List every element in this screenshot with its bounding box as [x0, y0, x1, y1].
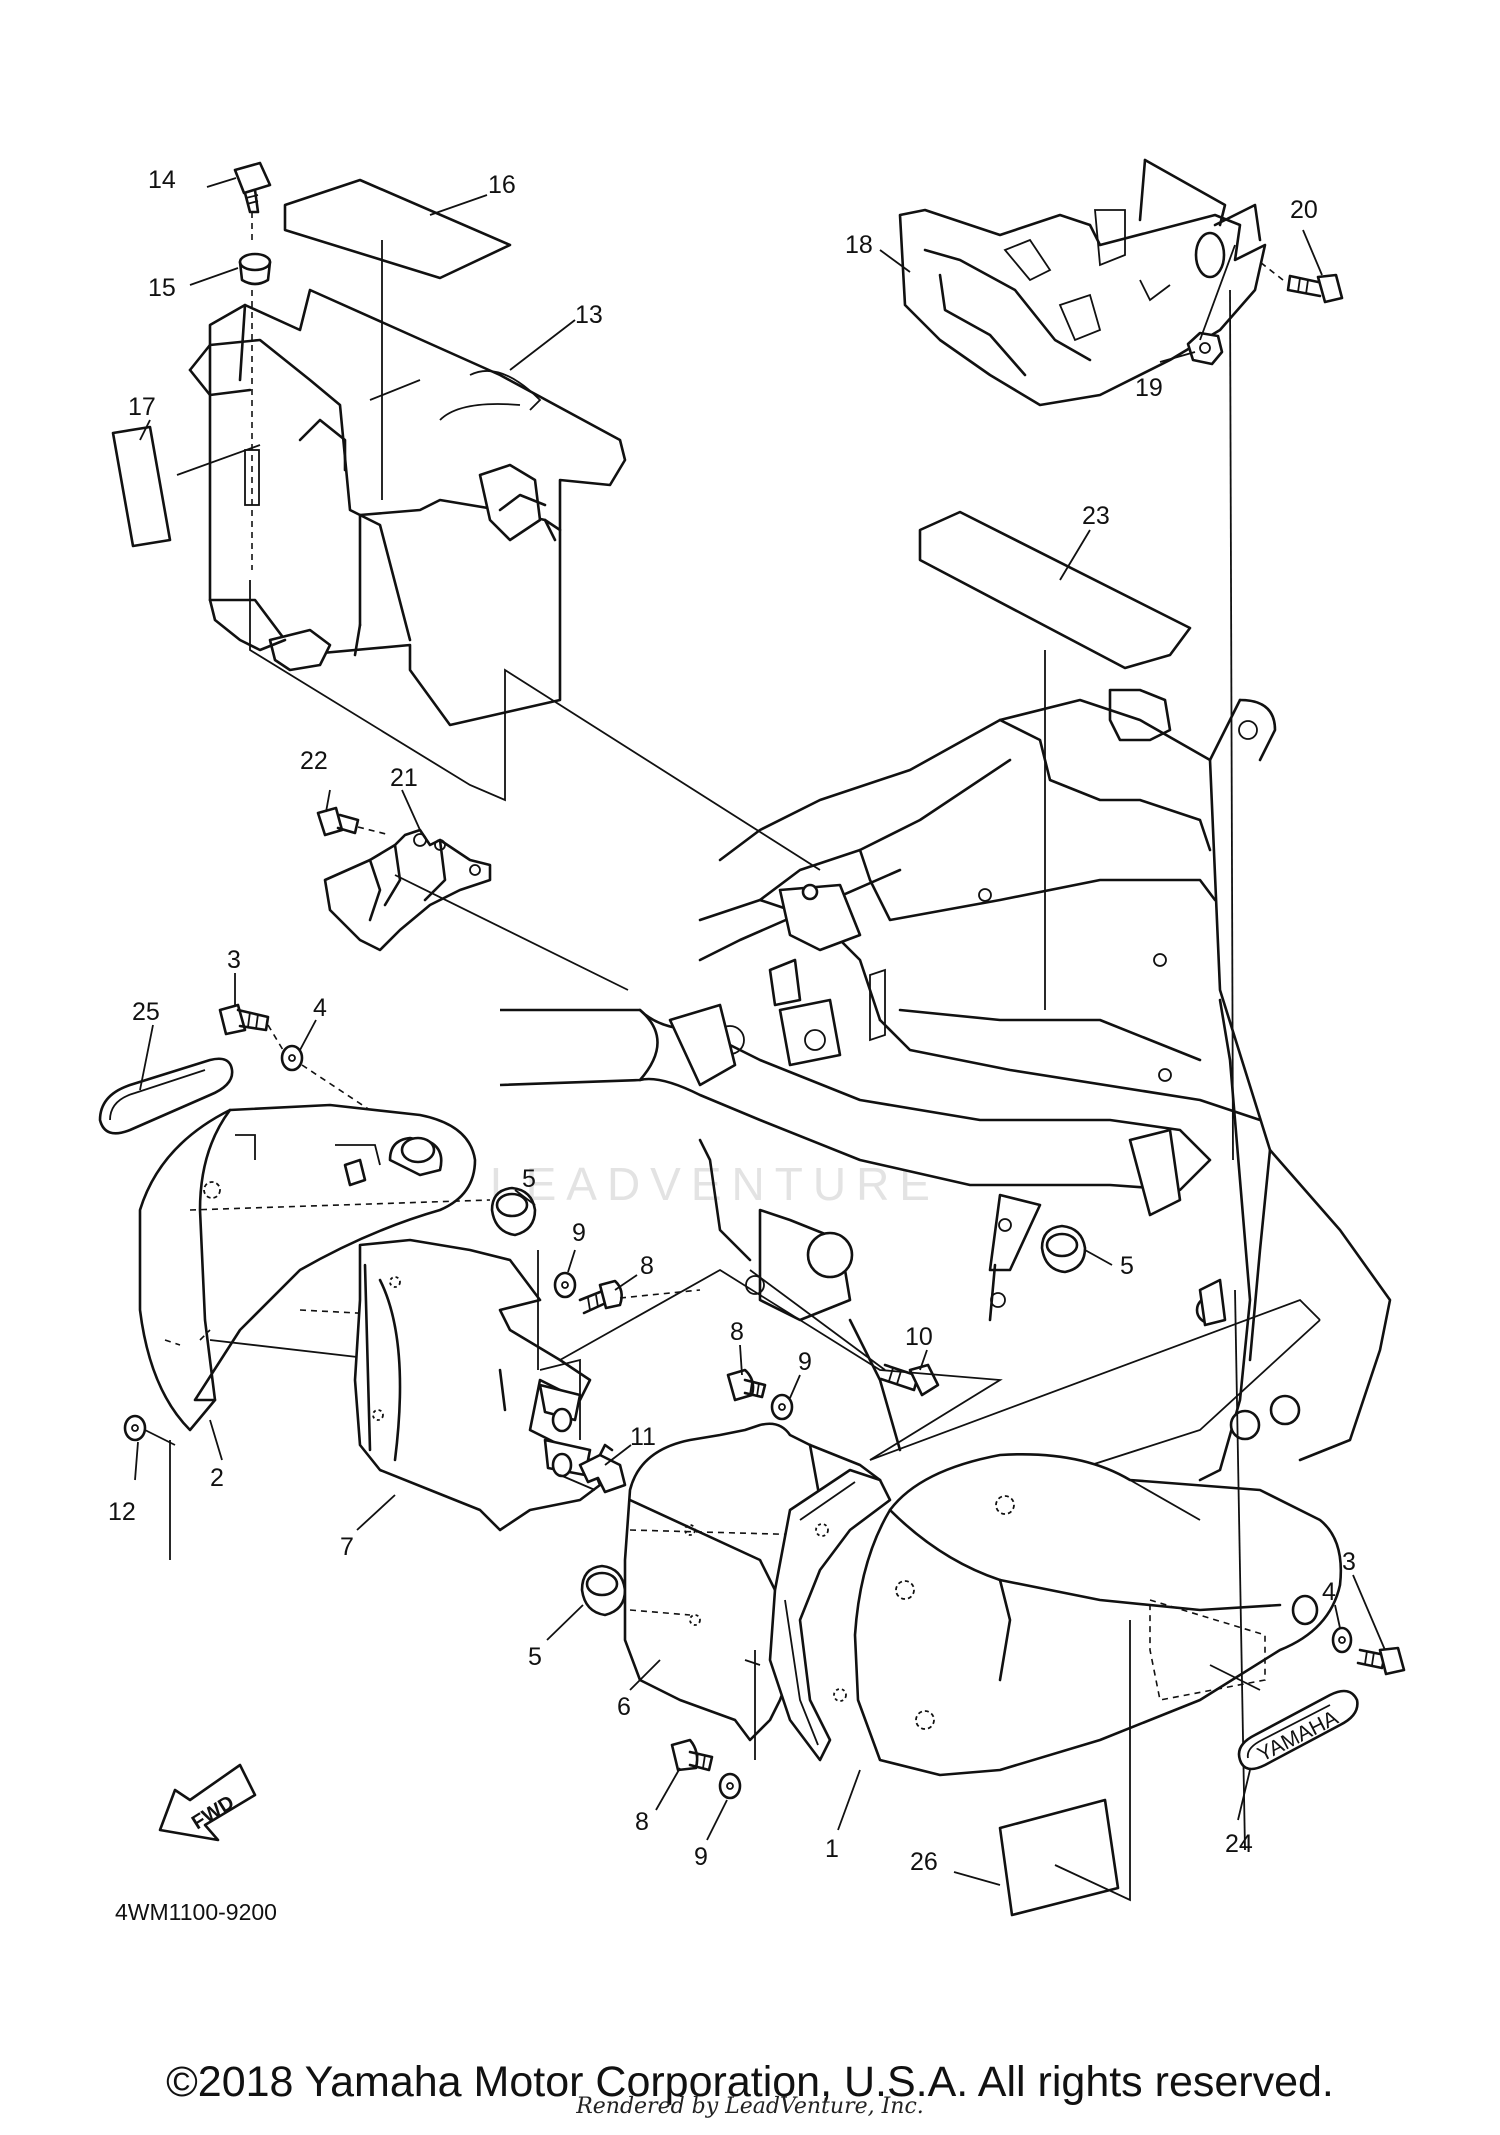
callout-5-right: 5 [1120, 1252, 1134, 1280]
bolt-3-left [218, 1003, 270, 1036]
callout-9-b: 9 [798, 1348, 812, 1376]
callout-19: 19 [1135, 374, 1163, 402]
grommet-5-right [1040, 1224, 1087, 1274]
callout-17: 17 [128, 393, 156, 421]
center-cover-7 [353, 1238, 602, 1532]
callout-3-left: 3 [227, 946, 241, 974]
assembly-line [1054, 1620, 1131, 1902]
assembly-line [539, 1358, 581, 1440]
assembly-line [394, 874, 629, 991]
seal-strip [768, 1468, 892, 1762]
side-cover-2 [138, 1103, 477, 1432]
callout-20: 20 [1290, 196, 1318, 224]
bolt-20 [1286, 273, 1344, 304]
fwd-arrow-icon: FWD [158, 1763, 257, 1842]
assembly-line [357, 826, 391, 836]
callout-11: 11 [630, 1423, 656, 1451]
grommet-5-lower [580, 1564, 627, 1617]
callout-24: 24 [1225, 1830, 1253, 1858]
assembly-line [749, 1269, 886, 1371]
grommet-5-top [490, 1186, 537, 1237]
label-26 [998, 1798, 1120, 1917]
callout-1: 1 [825, 1835, 839, 1863]
bolt-3-right [1356, 1646, 1406, 1676]
washer-4-right [1331, 1626, 1353, 1654]
callout-3-right: 3 [1342, 1548, 1356, 1576]
callout-22: 22 [300, 747, 328, 775]
pad-23 [918, 510, 1192, 670]
washer-4-left [280, 1044, 304, 1072]
callout-8-c: 8 [635, 1808, 649, 1836]
bracket-21 [323, 828, 492, 952]
callout-10: 10 [905, 1323, 933, 1351]
battery-box [188, 288, 627, 727]
callout-5-top: 5 [522, 1165, 536, 1193]
assembly-line [1209, 1664, 1261, 1691]
washer-9-b [770, 1393, 794, 1421]
pad-16 [283, 178, 512, 280]
rendered-by-notice: Rendered by LeadVenture, Inc. [576, 2094, 924, 2119]
assembly-line [267, 1024, 284, 1051]
emblem-25 [98, 1057, 234, 1135]
callout-13: 13 [575, 301, 603, 329]
assembly-line [1129, 1479, 1201, 1521]
assembly-line [144, 1429, 176, 1446]
diagram-code: 4WM1100-9200 [115, 1899, 277, 1925]
pad-17 [111, 425, 172, 548]
assembly-line [1259, 261, 1284, 281]
assembly-line [249, 580, 821, 871]
callout-6: 6 [617, 1693, 631, 1721]
callout-18: 18 [845, 231, 873, 259]
bolt-10 [879, 1363, 940, 1397]
callout-9-c: 9 [694, 1843, 708, 1871]
callout-7: 7 [340, 1533, 354, 1561]
screw-8-c [670, 1738, 714, 1772]
callout-9-a: 9 [572, 1219, 586, 1247]
assembly-line [559, 1474, 596, 1491]
callout-2: 2 [210, 1464, 224, 1492]
nut-19 [1186, 331, 1224, 366]
callout-14: 14 [148, 166, 176, 194]
assembly-line [869, 1298, 1321, 1461]
bolt-14 [233, 161, 272, 214]
callout-4-left: 4 [313, 994, 327, 1022]
callout-15: 15 [148, 274, 176, 302]
assembly-line [744, 1659, 761, 1666]
callout-8-a: 8 [640, 1252, 654, 1280]
callout-21: 21 [390, 764, 418, 792]
callout-4-right: 4 [1322, 1578, 1336, 1606]
washer-12 [123, 1414, 147, 1442]
clip-11 [578, 1443, 627, 1494]
assembly-line [1229, 289, 1234, 1161]
callout-12: 12 [108, 1498, 136, 1526]
washer-9-c [718, 1772, 742, 1800]
callout-26: 26 [910, 1848, 938, 1876]
assembly-line [559, 1268, 1003, 1461]
washer-9-a [553, 1271, 577, 1299]
copyright-notice: ©2018 Yamaha Motor Corporation, U.S.A. A… [166, 2058, 1334, 2106]
side-cover-1 [815, 1453, 1343, 1777]
screw-8-b [726, 1368, 767, 1402]
callout-16: 16 [488, 171, 516, 199]
emblem-24: YAMAHA [1237, 1689, 1359, 1771]
assembly-line [1199, 244, 1236, 341]
callouts: 14 16 15 13 17 18 20 19 23 22 21 3 25 4 … [108, 166, 1356, 1876]
screw-8-a [578, 1279, 623, 1315]
cover-18 [898, 158, 1267, 407]
assembly-line [164, 1329, 211, 1346]
frame [499, 688, 1392, 1482]
callout-5-lower: 5 [528, 1643, 542, 1671]
collar-15 [238, 252, 272, 286]
inner-cover-6 [623, 1422, 882, 1742]
assembly-line [1059, 1319, 1321, 1476]
assembly-line [619, 1289, 701, 1299]
assembly-line [301, 1064, 401, 1131]
callout-25: 25 [132, 998, 160, 1026]
callout-23: 23 [1082, 502, 1110, 530]
bolt-22 [316, 806, 360, 837]
leader-lines [134, 177, 1386, 1886]
callout-8-b: 8 [730, 1318, 744, 1346]
